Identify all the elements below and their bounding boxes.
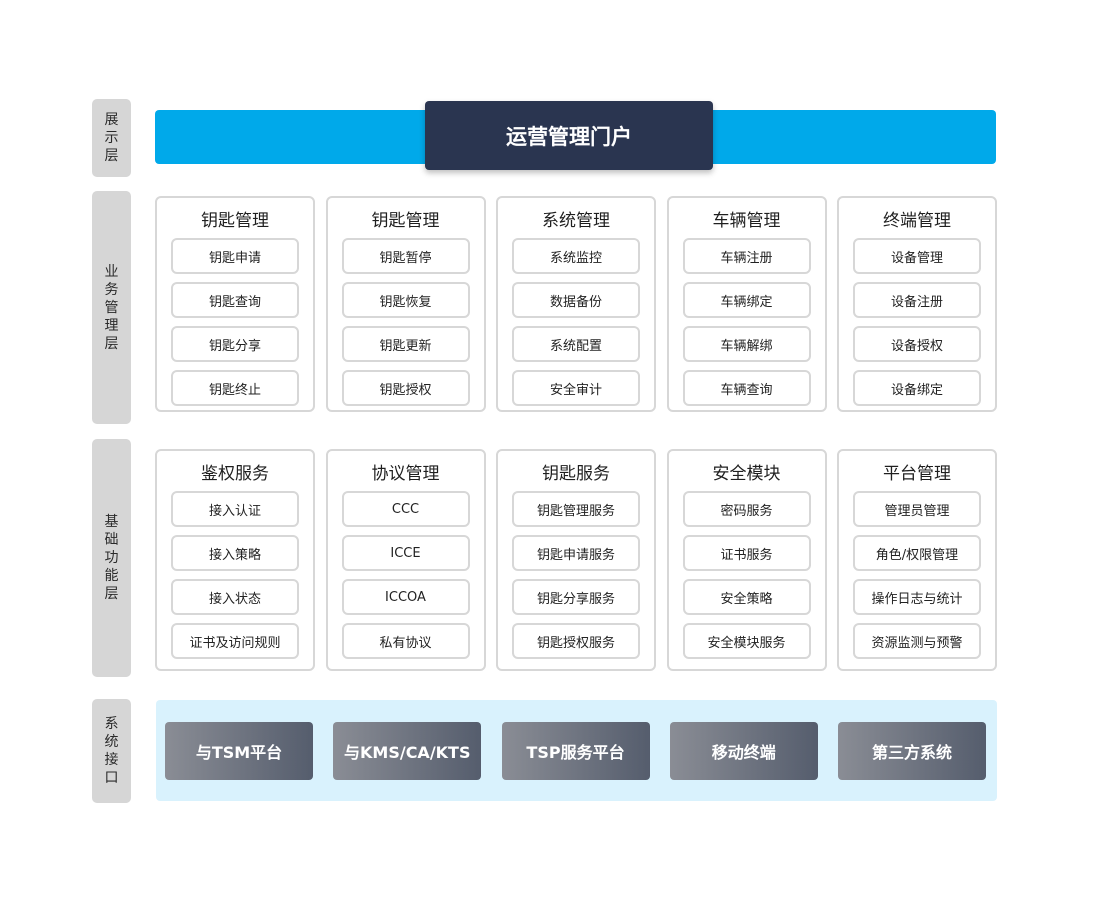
module-item: 私有协议	[341, 623, 470, 659]
module-item: 资源监测与预警	[853, 623, 981, 659]
module-title: 平台管理	[883, 464, 951, 484]
module-item: ICCE	[341, 535, 470, 571]
portal-title: 运营管理门户	[425, 101, 713, 170]
foundation-module: 钥匙服务钥匙管理服务钥匙申请服务钥匙分享服务钥匙授权服务	[496, 449, 656, 671]
layer-label-text: 系统接口	[104, 716, 119, 786]
module-item: 钥匙申请服务	[512, 535, 640, 571]
module-item: 接入策略	[171, 535, 299, 571]
foundation-module: 安全模块密码服务证书服务安全策略安全模块服务	[666, 449, 827, 671]
module-item-list: 车辆注册车辆绑定车辆解绑车辆查询	[669, 238, 825, 406]
module-item: 钥匙授权服务	[512, 623, 640, 659]
module-title: 钥匙管理	[201, 211, 269, 231]
module-item: 接入状态	[171, 579, 299, 615]
module-item: 管理员管理	[853, 491, 981, 527]
module-item: 安全模块服务	[682, 623, 811, 659]
module-title: 安全模块	[712, 464, 781, 484]
layer-label-text: 业务管理层	[104, 263, 119, 352]
module-item: 钥匙终止	[171, 370, 299, 406]
module-item: 设备注册	[853, 282, 981, 318]
module-item: 车辆解绑	[682, 326, 811, 362]
module-title: 终端管理	[883, 211, 951, 231]
interface-box: 与KMS/CA/KTS	[333, 721, 482, 780]
module-item-list: 设备管理设备注册设备授权设备绑定	[839, 238, 995, 406]
module-title: 钥匙服务	[542, 464, 610, 484]
module-item-list: 钥匙申请钥匙查询钥匙分享钥匙终止	[157, 238, 313, 406]
foundation-module: 协议管理 CCC ICCE ICCOA 私有协议	[325, 449, 486, 671]
module-title: 系统管理	[542, 211, 610, 231]
module-item: 钥匙更新	[341, 326, 470, 362]
layer-label-business: 业务管理层	[92, 191, 131, 424]
interface-box: 第三方系统	[838, 721, 986, 780]
foundation-module: 鉴权服务接入认证接入策略接入状态证书及访问规则	[155, 449, 315, 671]
interface-box: 与TSM平台	[165, 721, 313, 780]
module-item: 钥匙分享	[171, 326, 299, 362]
module-item: 钥匙查询	[171, 282, 299, 318]
module-item: 钥匙分享服务	[512, 579, 640, 615]
business-module: 车辆管理车辆注册车辆绑定车辆解绑车辆查询	[666, 196, 827, 412]
layer-label-text: 展示层	[104, 112, 119, 164]
business-module: 钥匙管理钥匙申请钥匙查询钥匙分享钥匙终止	[155, 196, 315, 412]
module-item: 钥匙管理服务	[512, 491, 640, 527]
module-item: 车辆查询	[682, 370, 811, 406]
layer-label-interface: 系统接口	[92, 699, 131, 803]
module-title: 协议管理	[371, 464, 440, 484]
module-item-list: 管理员管理角色/权限管理操作日志与统计资源监测与预警	[839, 491, 995, 659]
interface-layer: 与TSM平台与KMS/CA/KTS TSP服务平台移动终端第三方系统	[156, 700, 997, 801]
layer-label-presentation: 展示层	[92, 99, 131, 177]
module-item: 操作日志与统计	[853, 579, 981, 615]
module-item: 密码服务	[682, 491, 811, 527]
module-title: 车辆管理	[712, 211, 781, 231]
business-module: 终端管理设备管理设备注册设备授权设备绑定	[837, 196, 997, 412]
foundation-layer: 鉴权服务接入认证接入策略接入状态证书及访问规则 协议管理 CCC ICCE ICCOA 私…	[155, 449, 997, 671]
module-item: 钥匙暂停	[341, 238, 470, 274]
foundation-module: 平台管理管理员管理角色/权限管理操作日志与统计资源监测与预警	[837, 449, 997, 671]
module-item-list: 系统监控数据备份系统配置安全审计	[498, 238, 654, 406]
layer-label-foundation: 基础功能层	[92, 439, 131, 677]
module-item: 钥匙授权	[341, 370, 470, 406]
module-item-list: 接入认证接入策略接入状态证书及访问规则	[157, 491, 313, 659]
module-title: 钥匙管理	[371, 211, 440, 231]
module-item-list: CCC ICCE ICCOA 私有协议	[328, 491, 484, 659]
module-item: 设备授权	[853, 326, 981, 362]
module-item: ICCOA	[341, 579, 470, 615]
module-item-list: 钥匙暂停钥匙恢复钥匙更新钥匙授权	[328, 238, 484, 406]
module-item: 系统配置	[512, 326, 640, 362]
module-item: 钥匙恢复	[341, 282, 470, 318]
module-item: 设备绑定	[853, 370, 981, 406]
business-module: 系统管理系统监控数据备份系统配置安全审计	[496, 196, 656, 412]
module-item-list: 钥匙管理服务钥匙申请服务钥匙分享服务钥匙授权服务	[498, 491, 654, 659]
module-item: 安全策略	[682, 579, 811, 615]
module-item: 角色/权限管理	[853, 535, 981, 571]
layer-label-text: 基础功能层	[104, 514, 119, 602]
module-item: 钥匙申请	[171, 238, 299, 274]
module-title: 鉴权服务	[201, 464, 269, 484]
business-module: 钥匙管理钥匙暂停钥匙恢复钥匙更新钥匙授权	[325, 196, 486, 412]
module-item: CCC	[341, 491, 470, 527]
module-item: 数据备份	[512, 282, 640, 318]
module-item: 车辆注册	[682, 238, 811, 274]
module-item: 接入认证	[171, 491, 299, 527]
module-item: 设备管理	[853, 238, 981, 274]
interface-box: TSP服务平台	[501, 721, 650, 780]
module-item: 车辆绑定	[682, 282, 811, 318]
module-item: 安全审计	[512, 370, 640, 406]
module-item-list: 密码服务证书服务安全策略安全模块服务	[669, 491, 825, 659]
business-layer: 钥匙管理钥匙申请钥匙查询钥匙分享钥匙终止钥匙管理钥匙暂停钥匙恢复钥匙更新钥匙授权…	[155, 196, 997, 412]
interface-box: 移动终端	[669, 721, 818, 780]
module-item: 证书及访问规则	[171, 623, 299, 659]
module-item: 系统监控	[512, 238, 640, 274]
module-item: 证书服务	[682, 535, 811, 571]
